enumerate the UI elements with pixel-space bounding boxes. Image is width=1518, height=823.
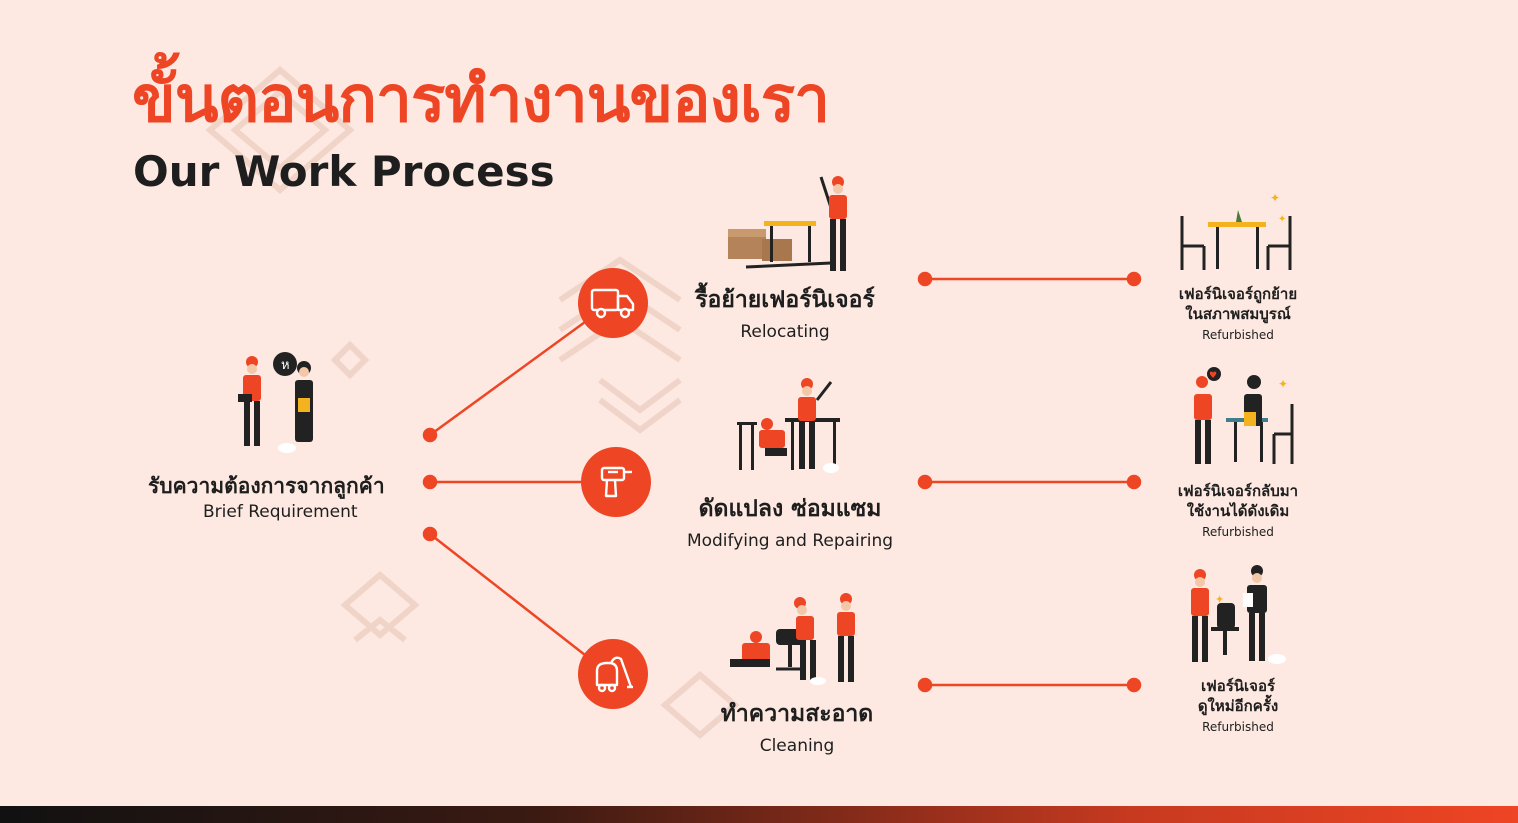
connector-dot xyxy=(917,677,933,693)
result-like-new-line2: ดูใหม่อีกครั้ง xyxy=(1197,697,1279,715)
connector-dot xyxy=(917,474,933,490)
step-cleaning-english: Cleaning xyxy=(759,736,835,756)
svg-text:✦: ✦ xyxy=(1270,191,1280,205)
connector-dot xyxy=(1126,474,1142,490)
step-cleaning-circle xyxy=(578,639,648,709)
connector-dot xyxy=(917,271,933,287)
result-like-new-line1: เฟอร์นิเจอร์ xyxy=(1200,677,1276,695)
svg-text:♥: ♥ xyxy=(1209,371,1217,381)
result-relocated-english: Refurbished xyxy=(1202,328,1274,342)
result-relocated-line1: เฟอร์นิเจอร์ถูกย้าย xyxy=(1178,285,1298,303)
refurbished-like-new-illustration: ✦ xyxy=(1191,565,1286,664)
connector-dot xyxy=(1126,677,1142,693)
step-relocating-circle xyxy=(578,268,648,338)
drill-icon xyxy=(600,466,632,498)
svg-text:✦: ✦ xyxy=(1278,377,1288,391)
connector-line xyxy=(429,533,586,656)
connector-dot xyxy=(422,427,438,443)
step-cleaning-thai: ทำความสะอาด xyxy=(720,701,874,727)
refurbished-relocated-illustration: ✦ ✦ xyxy=(1180,191,1292,270)
result-restored-line2: ใช้งานได้ดังเดิม xyxy=(1186,502,1290,520)
svg-text:ห: ห xyxy=(281,358,290,373)
step-repairing: ดัดแปลง ซ่อมแซม Modifying and Repairing xyxy=(670,494,910,554)
result-restored-line1: เฟอร์นิเจอร์กลับมา xyxy=(1177,482,1299,500)
result-restored-english: Refurbished xyxy=(1202,525,1274,539)
title-english: Our Work Process xyxy=(133,147,555,196)
start-label-english: Brief Requirement xyxy=(203,502,358,522)
step-repairing-thai: ดัดแปลง ซ่อมแซม xyxy=(698,496,882,522)
relocating-illustration xyxy=(728,176,847,271)
title-thai: ขั้นตอนการทำงานของเรา xyxy=(132,63,830,137)
svg-text:✦: ✦ xyxy=(1215,593,1224,606)
step-cleaning: ทำความสะอาด Cleaning xyxy=(692,699,902,759)
step-relocating: รื้อย้ายเฟอร์นิเจอร์ Relocating xyxy=(680,285,890,345)
step-relocating-thai: รื้อย้ายเฟอร์นิเจอร์ xyxy=(695,287,875,313)
step-repairing-circle xyxy=(581,447,651,517)
result-relocated: เฟอร์นิเจอร์ถูกย้าย ในสภาพสมบูรณ์ Refurb… xyxy=(1148,284,1328,344)
result-restored: เฟอร์นิเจอร์กลับมา ใช้งานได้ดังเดิม Refu… xyxy=(1148,481,1328,541)
result-relocated-line2: ในสภาพสมบูรณ์ xyxy=(1185,305,1291,323)
truck-icon xyxy=(590,288,635,319)
result-like-new-english: Refurbished xyxy=(1202,720,1274,734)
start-label-thai: รับความต้องการจากลูกค้า xyxy=(148,474,385,498)
step-relocating-english: Relocating xyxy=(740,322,830,342)
connector-dot xyxy=(1126,271,1142,287)
repairing-illustration xyxy=(737,378,840,473)
connector-dot xyxy=(422,474,438,490)
svg-text:✦: ✦ xyxy=(1278,214,1286,225)
step-repairing-english: Modifying and Repairing xyxy=(686,531,894,551)
footer-gradient-bar xyxy=(0,806,1518,823)
connector-line xyxy=(429,320,586,437)
connector-dot xyxy=(422,526,438,542)
customer-brief-illustration: ห xyxy=(238,352,313,453)
cleaning-illustration xyxy=(730,593,855,685)
result-like-new: เฟอร์นิเจอร์ ดูใหม่อีกครั้ง Refurbished xyxy=(1148,676,1328,736)
refurbished-restored-illustration: ♥ ✦ xyxy=(1194,367,1294,464)
vacuum-icon xyxy=(595,656,633,693)
